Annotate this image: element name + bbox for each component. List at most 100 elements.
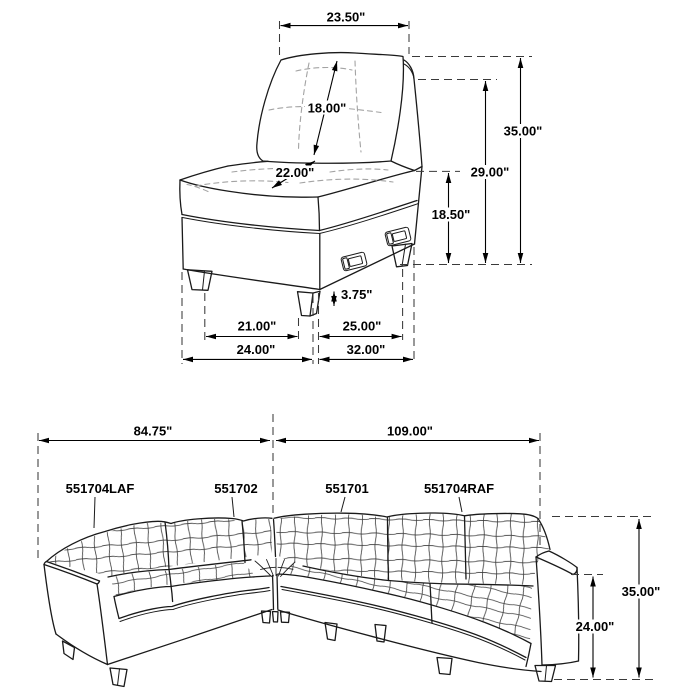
dim-back-cushion: 18.00" — [308, 101, 347, 116]
halo-sec-arm — [570, 619, 617, 634]
sec-corner-fan — [254, 558, 296, 577]
sec-seat-rightface — [525, 642, 532, 668]
sec-corner-seam — [272, 518, 277, 558]
sec-right-arm-bottombar — [541, 660, 580, 666]
sec-seat-front-top-right — [277, 573, 532, 645]
chair-seat-right-edge — [317, 169, 416, 198]
sec-leg-raf-seam — [544, 665, 547, 682]
chair-back-tuft-2 — [354, 60, 362, 153]
dim-ch-overall-depth: 32.00" — [347, 342, 386, 357]
sec-seatline-right — [302, 565, 534, 587]
chair-back-tuft-4 — [295, 66, 353, 72]
chair-back-tuft-1 — [297, 62, 310, 151]
chair-seat-tuft-3 — [231, 167, 311, 173]
sec-leg-r1 — [324, 621, 338, 642]
sec-seat-piping-right2 — [281, 589, 526, 661]
sec-leg-raf — [534, 664, 557, 683]
halo-ch-base-back — [428, 207, 474, 222]
chair-front-left-leg-seam — [202, 270, 205, 291]
label-551702: 551702 — [214, 481, 257, 496]
sec-base-bottom-right — [277, 609, 542, 673]
sec-seat-quilt-right — [285, 563, 532, 643]
sec-back-top-left — [45, 517, 273, 563]
sec-leg-laf-outer — [61, 640, 76, 661]
dim-sec-right-width: 109.00" — [387, 424, 433, 439]
sec-back-seam-r1 — [386, 516, 390, 582]
sec-seat-quilt-left — [110, 562, 256, 596]
chair-backrest-side — [390, 59, 423, 172]
sec-right-arm-inner — [535, 556, 543, 666]
chair-base-left-edge — [181, 216, 184, 270]
label-551701: 551701 — [325, 481, 368, 496]
chair-front-right-leg — [296, 291, 314, 317]
dim-ch-base-back: 18.50" — [432, 207, 471, 222]
chair-seat-corner-edge — [317, 196, 321, 232]
chair-backrest-side-top — [403, 63, 415, 80]
sec-right-arm-outer — [576, 566, 580, 662]
chair-base-side-bottom — [319, 243, 416, 291]
sec-left-arm-outer — [43, 563, 57, 635]
chair-seat-tuft-5 — [329, 168, 389, 173]
chair-seat-piping2 — [182, 217, 320, 234]
chair-clip-1 — [340, 251, 368, 272]
chair-back-leg-seam — [401, 243, 406, 267]
sec-seat-seam-right — [429, 582, 432, 609]
chair-seat-tuft-1 — [195, 180, 289, 187]
sec-right-arm-ridge — [535, 556, 574, 576]
leader-551702 — [231, 496, 235, 518]
chair-seat-front-edge — [179, 179, 319, 198]
leader-551701 — [340, 496, 346, 513]
sec-seat-leftface — [113, 595, 120, 620]
sec-seat-piping-left — [118, 586, 270, 620]
dim-back-width: 23.50" — [327, 10, 366, 25]
chair-seat-tuft-4 — [186, 183, 209, 193]
sec-seat-front-top-left — [113, 575, 271, 598]
dim-sec-height: 35.00" — [622, 584, 661, 599]
halo-ch-height — [498, 124, 544, 138]
sec-back-right-slope — [537, 517, 551, 551]
sec-left-arm-ridge — [43, 563, 98, 585]
sec-seat-seam-right-face — [430, 606, 433, 624]
dim-ch-front-clear: 21.00" — [238, 319, 277, 334]
sec-back-seam-r2 — [463, 515, 467, 580]
dim-ch-leg: 3.75" — [341, 287, 372, 302]
armless-chair-figure: 23.50" 18.00" 22.00" 35.00" 29.00" 18.50… — [179, 10, 544, 364]
label-551704RAF: 551704RAF — [424, 481, 494, 496]
halo-ch-back-height — [466, 165, 512, 179]
sec-seat-piping-right — [280, 585, 527, 659]
sec-leg-corner3 — [279, 611, 291, 624]
sec-back-seam-l2 — [241, 519, 246, 564]
chair-seat-piping-side2 — [319, 203, 419, 234]
sec-left-arm-ridge2 — [45, 560, 101, 582]
chair-seat-piping — [181, 213, 321, 232]
dim-sec-left-width: 84.75" — [134, 424, 173, 439]
leader-551704LAF — [93, 496, 96, 529]
halo-back-cushion — [305, 100, 349, 115]
dim-sec-arm-height: 24.00" — [576, 619, 615, 634]
chair-base-side-back-edge — [413, 165, 423, 245]
dim-ch-overall-width: 24.00" — [237, 342, 276, 357]
halo-seat-depth — [273, 165, 317, 179]
sec-corner-post-1 — [271, 574, 275, 611]
dim-ch-height: 35.00" — [504, 124, 543, 139]
sec-right-arm-ridge2 — [548, 550, 578, 569]
sec-left-arm-bottom — [55, 633, 109, 666]
chair-clip-2 — [384, 226, 412, 247]
chair-base-bottom — [182, 268, 321, 291]
sec-corner-post-2 — [276, 573, 279, 610]
chair-seat-left-edge — [179, 165, 229, 181]
sec-base-bottom-left — [106, 608, 273, 666]
chair-front-left-leg — [186, 269, 213, 291]
sec-seat-seam-left-face — [170, 584, 174, 603]
sec-left-arm-front — [96, 583, 109, 666]
dim-ch-side-clear: 25.00" — [343, 319, 382, 334]
dim-ch-back-height: 29.00" — [471, 165, 510, 180]
sec-leg-r2 — [374, 623, 387, 643]
sec-seat-piping-left2 — [119, 590, 271, 622]
chair-seat-back-edge — [227, 160, 269, 167]
dim-seat-depth: 22.00" — [276, 165, 315, 180]
sec-back-top-right — [273, 512, 539, 520]
sec-leg-laf-seam — [117, 668, 120, 686]
